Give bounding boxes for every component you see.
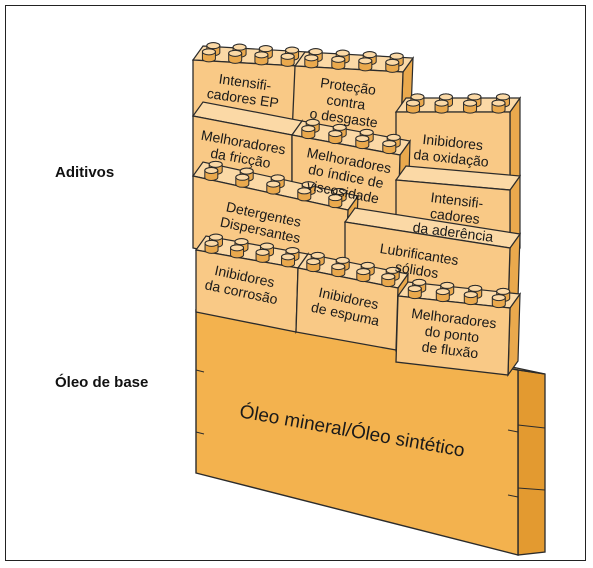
oxidation-stud-top [438, 93, 453, 101]
oxidation-label: Inibidoresda oxidação [413, 130, 492, 170]
corrosion-stud-top [259, 242, 274, 250]
pour-brick [395, 278, 522, 377]
viscosity-stud-top [382, 140, 397, 148]
foam-stud-top [306, 258, 321, 266]
detergents-stud-top [332, 188, 347, 196]
corrosion-stud-top [234, 238, 249, 246]
oxidation-stud-top [491, 99, 506, 107]
ep-stud-top [228, 49, 243, 57]
additives-label: Aditivos [55, 164, 115, 181]
base-oil-tick [195, 431, 205, 435]
viscosity-stud-top [301, 125, 316, 133]
ep-stud-top [280, 52, 295, 60]
viscosity-stud-top [355, 135, 370, 143]
foam-stud-top [310, 251, 325, 259]
oxidation-stud-top [467, 93, 482, 101]
base-oil-label: Óleo de base [55, 374, 149, 391]
viscosity-stud-top [386, 133, 401, 141]
detergents-stud-top [328, 194, 343, 202]
base-oil-tick [507, 494, 519, 498]
protection-stud-top [389, 52, 404, 60]
detergents-stud-top [301, 181, 316, 189]
detergents-stud-top [235, 173, 250, 181]
ep-stud-top [232, 43, 247, 51]
detergents-stud-top [239, 167, 254, 175]
foam-stud-top [360, 261, 375, 269]
foam-stud-top [331, 263, 346, 271]
viscosity-stud-top [359, 128, 374, 136]
pour-stud-top [491, 294, 506, 302]
pour-stud-top [412, 278, 427, 286]
foam-stud-top [356, 268, 371, 276]
corrosion-stud-top [208, 233, 223, 241]
ep-stud-top [285, 46, 300, 54]
foam-stud-top [385, 266, 400, 274]
pour-stud-top [407, 285, 422, 293]
corrosion-stud-top [285, 247, 300, 255]
protection-stud-top [358, 57, 373, 65]
oxidation-stud-top [434, 99, 449, 107]
ep-stud-top [258, 45, 273, 53]
protection-stud-top [362, 51, 377, 59]
ep-stud-top [254, 51, 269, 59]
protection-stud-top [331, 55, 346, 63]
foam-stud-top [335, 256, 350, 264]
detergents-stud-top [297, 187, 312, 195]
detergents-stud-top [204, 166, 219, 174]
ep-stud-top [206, 42, 221, 50]
detergents-stud-top [266, 180, 281, 188]
pour-stud-top [440, 281, 455, 289]
ep-stud-top [201, 48, 216, 56]
viscosity-stud-top [328, 130, 343, 138]
base-oil-tick [507, 429, 519, 433]
pour-stud-top [468, 284, 483, 292]
detergents-stud-top [208, 160, 223, 168]
base-oil-seam [517, 487, 546, 491]
viscosity-stud-top [305, 118, 320, 126]
corrosion-stud-top [255, 248, 270, 256]
pour-stud-top [435, 288, 450, 296]
oxidation-stud-top [495, 93, 510, 101]
protection-stud-top [335, 49, 350, 57]
detergents-stud-top [270, 174, 285, 182]
oxidation-stud-top [463, 99, 478, 107]
oxidation-stud-top [410, 93, 425, 101]
protection-stud-top [308, 48, 323, 56]
corrosion-stud-top [281, 253, 296, 261]
oxidation-stud-top [406, 99, 421, 107]
protection-stud-top [304, 54, 319, 62]
foam-stud-top [381, 273, 396, 281]
base-oil-seam [517, 424, 546, 429]
corrosion-stud-top [204, 239, 219, 247]
base-oil-tick [195, 369, 205, 373]
pour-stud-top [496, 287, 511, 295]
pour-stud-top [463, 291, 478, 299]
base-oil-side-face [517, 369, 546, 556]
corrosion-stud-top [230, 244, 245, 252]
viscosity-stud-top [332, 123, 347, 131]
protection-stud-top [385, 58, 400, 66]
